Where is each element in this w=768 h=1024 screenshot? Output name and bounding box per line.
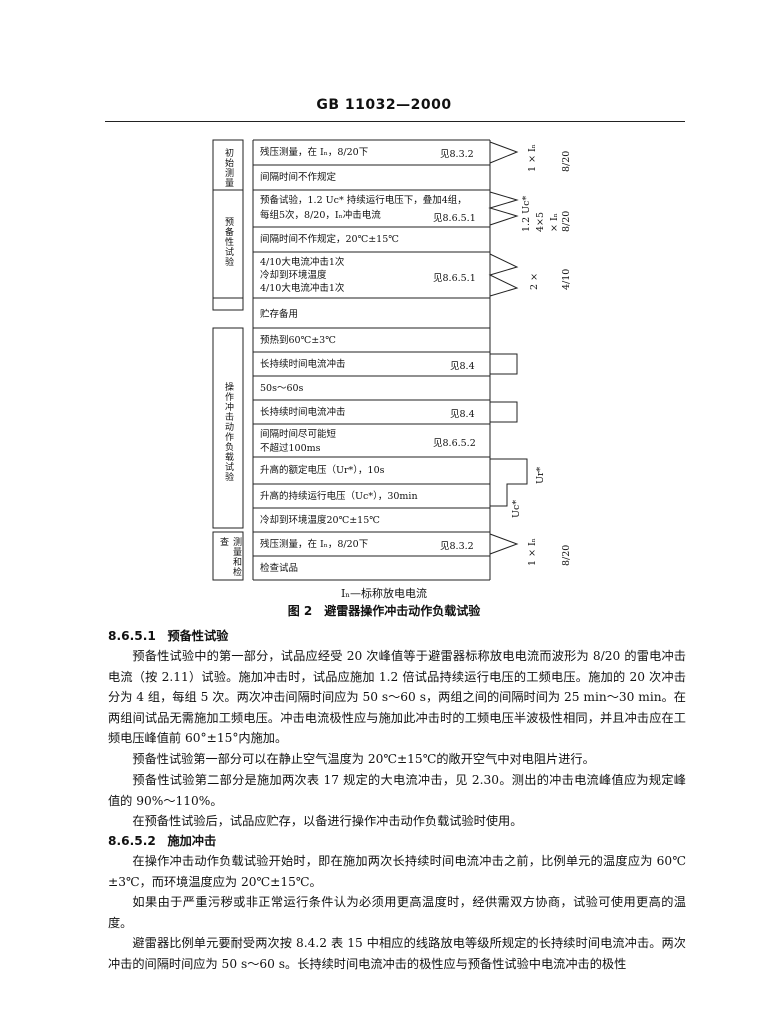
row-residual-voltage-2-ref: 见8.3.2: [440, 541, 474, 552]
row-long-duration-1-ref: 见8.4: [450, 361, 475, 372]
row-residual-voltage-2: 残压测量，在 Iₙ，8/20下: [260, 539, 369, 550]
row-cool-down: 冷却到环境温度20℃±15℃: [260, 515, 380, 526]
row-precondition-b: 每组5次，8/20，Iₙ冲击电流: [260, 210, 381, 221]
row-long-duration-2-ref: 见8.4: [450, 409, 475, 420]
row-short-interval-b: 不超过100ms: [260, 443, 321, 454]
label-1x-in-e: 1 × Iₙ: [527, 538, 538, 566]
figure-caption: 图 2 避雷器操作冲击动作负载试验: [287, 604, 481, 618]
row-precondition-a: 预备试验，1.2 Uc* 持续运行电压下，叠加4组，: [260, 195, 467, 206]
figure-frame: [212, 139, 528, 581]
row-short-interval-ref: 见8.6.5.2: [433, 438, 476, 449]
row-inspect: 检查试品: [260, 563, 299, 574]
paragraph-4: 在预备性试验后，试品应贮存，以备进行操作冲击动作负载试验时使用。: [132, 814, 523, 828]
row-preheat: 预热到60℃±3℃: [260, 335, 336, 346]
section-number: 8.6.5.2: [108, 834, 156, 848]
label-8-20-e: 8/20: [561, 544, 572, 566]
label-1x-in-a: 1 × Iₙ: [527, 144, 538, 172]
row-long-duration-2: 长持续时间电流冲击: [260, 407, 346, 418]
section-title: 施加冲击: [167, 834, 217, 848]
label-uc: Uc*: [511, 499, 522, 518]
section-duty-label: 操作冲击动作负载试验: [223, 382, 233, 482]
row-short-interval-a: 间隔时间尽可能短: [260, 429, 337, 440]
row-interval-1: 间隔时间不作规定: [260, 172, 337, 183]
row-precondition-ref: 见8.6.5.1: [433, 213, 476, 224]
section-preconditioning-label: 预备性试验: [223, 217, 233, 267]
section-title: 预备性试验: [167, 629, 229, 643]
label-1-2uc: 1.2 Uc*: [521, 195, 532, 232]
row-high-current-ref: 见8.6.5.1: [433, 273, 476, 284]
paragraph-3: 预备性试验第二部分是施加两次表 17 规定的大电流冲击，见 2.30。测出的冲击…: [108, 773, 686, 808]
row-interval-50-60s: 50s～60s: [260, 383, 304, 394]
page-header: GB 11032—2000: [316, 97, 452, 113]
label-ur: Ur*: [535, 466, 546, 484]
paragraph-6: 如果由于严重污秽或非正常运行条件认为必须用更高温度时，经供需双方协商，试验可使用…: [108, 895, 686, 930]
paragraph-7: 避雷器比例单元要耐受两次按 8.4.2 表 15 中相应的线路放电等级所规定的长…: [108, 936, 686, 971]
row-high-current-b: 冷却到环境温度: [260, 270, 327, 281]
row-interval-2: 间隔时间不作规定，20℃±15℃: [260, 234, 399, 245]
row-elevated-continuous: 升高的持续运行电压（Uc*），30min: [260, 491, 418, 502]
section-final-label: 测量和检查: [218, 537, 241, 577]
row-storage: 贮存备用: [260, 309, 299, 320]
label-4-10: 4/10: [561, 268, 572, 290]
header-rule: [105, 121, 685, 122]
row-elevated-rated: 升高的额定电压（Ur*），10s: [260, 465, 385, 476]
paragraph-5: 在操作冲击动作负载试验开始时，即在施加两次长持续时间电流冲击之前，比例单元的温度…: [108, 854, 686, 889]
row-high-current-a: 4/10大电流冲击1次: [260, 257, 345, 268]
row-long-duration-1: 长持续时间电流冲击: [260, 359, 346, 370]
section-initial-label: 初始测量: [223, 148, 233, 188]
label-8-20-b: 8/20: [561, 210, 572, 232]
label-x-in: × Iₙ: [549, 213, 560, 232]
row-residual-voltage-1: 残压测量，在 Iₙ，8/20下: [260, 147, 369, 158]
figure-note: Iₙ—标称放电电流: [340, 587, 428, 600]
row-high-current-c: 4/10大电流冲击1次: [260, 283, 345, 294]
section-8-6-5-2-heading: 8.6.5.2 施加冲击: [108, 831, 686, 852]
label-2x: 2 ×: [529, 272, 540, 290]
paragraph-1: 预备性试验中的第一部分，试品应经受 20 次峰值等于避雷器标称放电电流而波形为 …: [108, 649, 686, 745]
row-residual-voltage-1-ref: 见8.3.2: [440, 149, 474, 160]
test-sequence-figure: 初始测量 预备性试验 操作冲击动作负载试验 测量和检查 残压测量，在 Iₙ，8/…: [195, 132, 595, 587]
paragraph-2: 预备性试验第一部分可以在静止空气温度为 20℃±15℃的敞开空气中对电阻片进行。: [132, 752, 595, 766]
label-8-20-a: 8/20: [561, 150, 572, 172]
section-number: 8.6.5.1: [108, 629, 156, 643]
label-4x5: 4×5: [535, 211, 546, 232]
section-8-6-5-1-heading: 8.6.5.1 预备性试验: [108, 626, 686, 647]
